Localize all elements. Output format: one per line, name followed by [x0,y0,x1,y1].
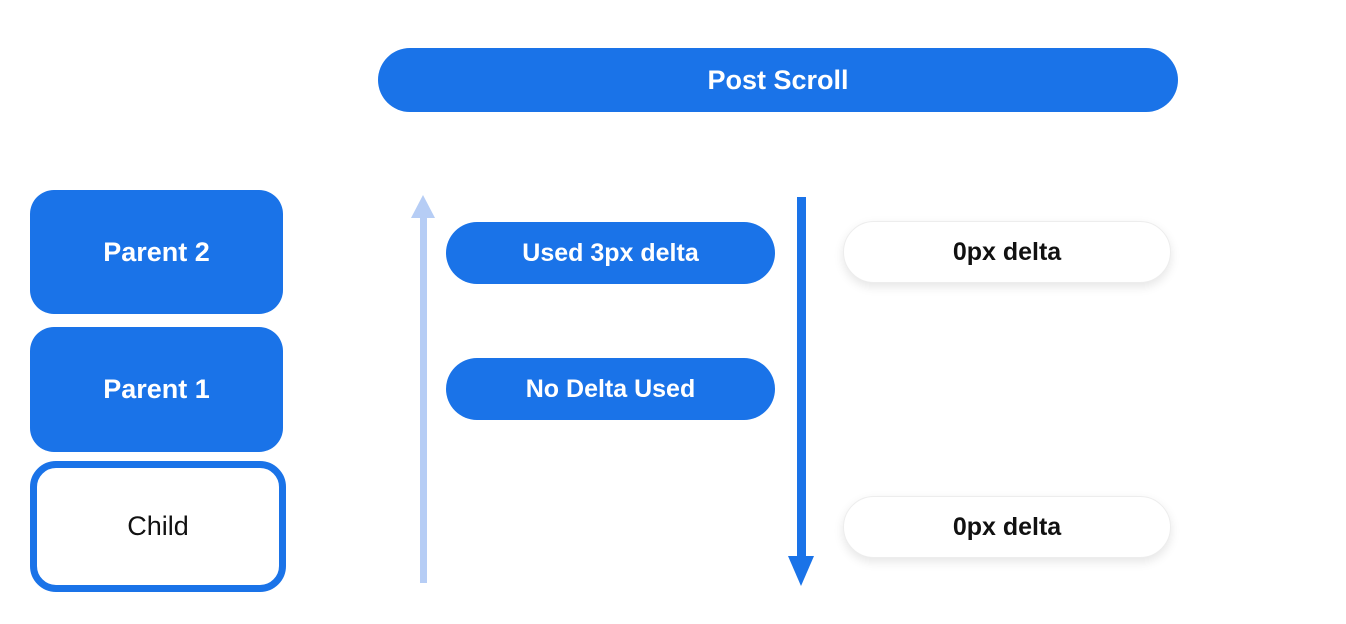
parent-2-label: Parent 2 [103,236,210,267]
child-box: Child [30,461,286,592]
no-delta-pill: No Delta Used [446,358,775,420]
down-arrow-head [788,556,814,586]
zero-delta-top-label: 0px delta [952,237,1062,266]
child-label: Child [127,511,189,541]
parent-2-box: Parent 2 [30,190,283,314]
zero-delta-top-pill: 0px delta [843,221,1171,283]
zero-delta-bottom-label: 0px delta [952,512,1062,541]
used-delta-pill: Used 3px delta [446,222,775,284]
post-scroll-header: Post Scroll [378,48,1178,112]
up-arrow-head [411,195,435,218]
up-arrow-shaft [420,212,427,583]
zero-delta-bottom-pill: 0px delta [843,496,1171,558]
down-arrow-shaft [797,197,806,558]
parent-1-label: Parent 1 [103,374,210,404]
parent-1-box: Parent 1 [30,327,283,452]
no-delta-label: No Delta Used [525,374,696,403]
used-delta-label: Used 3px delta [522,238,699,267]
post-scroll-header-label: Post Scroll [707,64,849,95]
